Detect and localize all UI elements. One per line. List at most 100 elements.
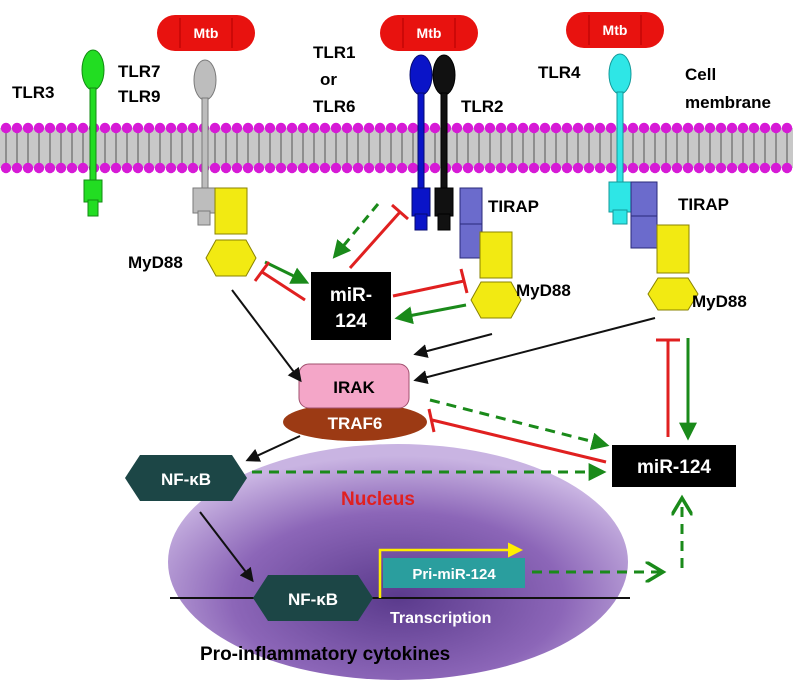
tlr-or-label: or <box>320 70 337 89</box>
lipid-head <box>484 162 496 174</box>
lipid-head <box>374 162 386 174</box>
lipid-head <box>594 162 606 174</box>
lipid-head <box>671 122 683 134</box>
lipid-head <box>33 122 45 134</box>
lipid-head <box>22 162 34 174</box>
lipid-head <box>561 162 573 174</box>
inhibit-mir124-to-myd88-middle <box>392 268 469 298</box>
arrow-myd88-to-mir124-green <box>264 260 310 284</box>
irak-label: IRAK <box>333 378 375 397</box>
lipid-head <box>737 162 749 174</box>
tlr6-label: TLR6 <box>313 97 356 116</box>
lipid-head <box>627 162 639 174</box>
lipid-head <box>528 122 540 134</box>
lipid-head <box>11 122 23 134</box>
lipid-head <box>253 122 265 134</box>
lipid-head <box>748 162 760 174</box>
lipid-head <box>660 162 672 174</box>
lipid-head <box>396 162 408 174</box>
lipid-head <box>693 162 705 174</box>
lipid-head <box>330 122 342 134</box>
lipid-head <box>693 122 705 134</box>
lipid-head <box>385 162 397 174</box>
lipid-head <box>407 162 419 174</box>
lipid-head <box>770 162 782 174</box>
lipid-head <box>275 122 287 134</box>
lipid-head <box>572 122 584 134</box>
lipid-head <box>759 162 771 174</box>
cell-membrane <box>0 122 793 174</box>
lipid-head <box>253 162 265 174</box>
lipid-head <box>473 162 485 174</box>
lipid-head <box>220 122 232 134</box>
nfkb-cytoplasm-label: NF-κB <box>161 470 211 489</box>
tlr2-label: TLR2 <box>461 97 504 116</box>
lipid-head <box>264 122 276 134</box>
lipid-head <box>55 122 67 134</box>
lipid-head <box>286 162 298 174</box>
lipid-head <box>297 122 309 134</box>
lipid-head <box>484 122 496 134</box>
transcription-label: Transcription <box>390 610 491 627</box>
lipid-head <box>176 162 188 174</box>
lipid-head <box>242 162 254 174</box>
lipid-head <box>352 122 364 134</box>
mtb-pathogen-3: Mtb <box>566 12 664 48</box>
lipid-head <box>44 162 56 174</box>
lipid-head <box>649 122 661 134</box>
mtb-label-3: Mtb <box>603 22 628 38</box>
lipid-head <box>583 122 595 134</box>
arrow-myd88-middle-to-irak <box>413 333 493 358</box>
lipid-head <box>154 122 166 134</box>
lipid-head <box>242 122 254 134</box>
lipid-head <box>121 122 133 134</box>
lipid-head <box>451 122 463 134</box>
lipid-head <box>495 162 507 174</box>
tlr7-label: TLR7 <box>118 62 161 81</box>
lipid-head <box>330 162 342 174</box>
lipid-head <box>506 122 518 134</box>
lipid-head <box>429 162 441 174</box>
tlr3-label: TLR3 <box>12 83 55 102</box>
inhibit-mir124-to-myd88-right <box>656 338 680 437</box>
lipid-head <box>165 122 177 134</box>
lipid-head <box>660 122 672 134</box>
lipid-head <box>286 122 298 134</box>
lipid-head <box>308 162 320 174</box>
lipid-head <box>231 162 243 174</box>
lipid-head <box>385 122 397 134</box>
lipid-head <box>363 122 375 134</box>
lipid-head <box>572 162 584 174</box>
lipid-head <box>99 162 111 174</box>
nucleus-label: Nucleus <box>341 489 415 510</box>
lipid-head <box>770 122 782 134</box>
lipid-head <box>506 162 518 174</box>
lipid-head <box>341 122 353 134</box>
mir124-center-line2: 124 <box>335 311 367 332</box>
lipid-head <box>627 122 639 134</box>
mir124-right-label: miR-124 <box>637 457 711 478</box>
lipid-head <box>539 162 551 174</box>
lipid-head <box>495 122 507 134</box>
lipid-head <box>704 122 716 134</box>
myd88-middle <box>470 231 522 319</box>
lipid-head <box>462 122 474 134</box>
lipid-head <box>110 162 122 174</box>
lipid-head <box>220 162 232 174</box>
myd88-left <box>205 187 257 277</box>
pri-mir124-label: Pri-miR-124 <box>412 566 496 583</box>
lipid-head <box>132 122 144 134</box>
lipid-head <box>374 122 386 134</box>
lipid-head <box>715 162 727 174</box>
lipid-head <box>77 162 89 174</box>
irak-complex: IRAK <box>298 363 410 409</box>
lipid-head <box>44 122 56 134</box>
membrane-label-line2: membrane <box>685 93 771 112</box>
membrane-label-line1: Cell <box>685 65 716 84</box>
myd88-right <box>647 224 699 311</box>
lipid-head <box>231 122 243 134</box>
traf6-complex: TRAF6 <box>283 403 427 441</box>
lipid-head <box>550 122 562 134</box>
mtb-label-2: Mtb <box>417 25 442 41</box>
lipid-head <box>781 122 793 134</box>
